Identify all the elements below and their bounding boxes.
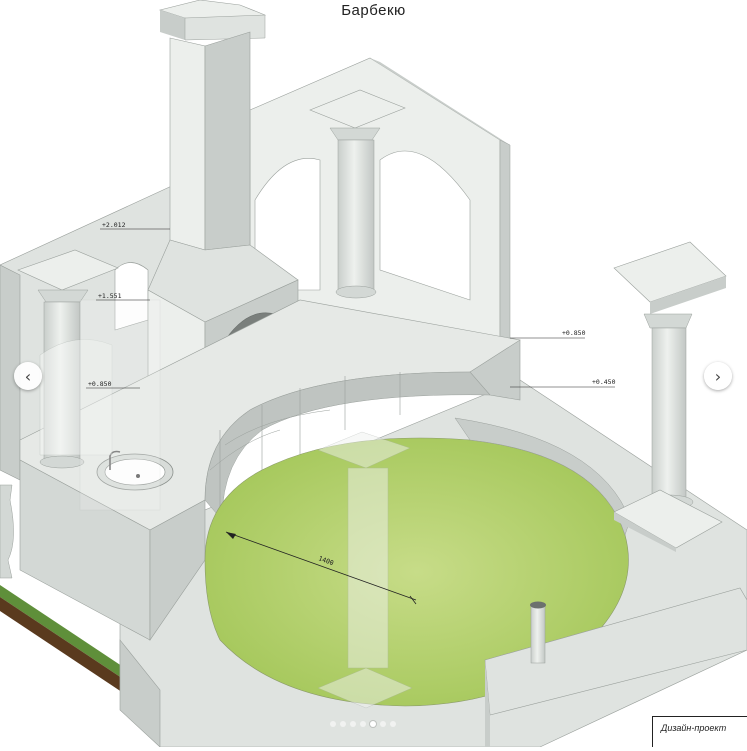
low-wall <box>484 587 747 747</box>
carousel-dot[interactable] <box>350 721 356 727</box>
level-label-0850-right: +0.850 <box>562 329 586 337</box>
carousel-dot[interactable] <box>370 721 376 727</box>
level-label-1551: +1.551 <box>98 292 122 300</box>
ghost-columns <box>39 299 413 709</box>
baluster <box>0 484 14 579</box>
drawing-title: Барбекю <box>341 2 406 19</box>
carousel-dot[interactable] <box>360 721 366 727</box>
level-label-0850-left: +0.850 <box>88 380 112 388</box>
title-stamp: Дизайн-проект <box>652 716 747 747</box>
level-label-0450: +0.450 <box>592 378 616 386</box>
lawn-circle <box>204 417 631 707</box>
back-column <box>309 89 406 299</box>
carousel-dot[interactable] <box>390 721 396 727</box>
carousel-dots <box>330 721 396 727</box>
level-markers <box>86 228 615 389</box>
carousel-prev-button[interactable]: ‹ <box>14 362 42 390</box>
carousel-dot[interactable] <box>330 721 336 727</box>
stamp-text: Дизайн-проект <box>661 723 727 733</box>
chevron-left-icon: ‹ <box>24 366 32 386</box>
carousel-next-button[interactable]: › <box>704 362 732 390</box>
right-column <box>613 241 727 552</box>
chevron-right-icon: › <box>714 366 722 386</box>
sink <box>96 450 174 491</box>
carousel-dot[interactable] <box>380 721 386 727</box>
carousel-dot[interactable] <box>340 721 346 727</box>
level-label-2012: +2.012 <box>102 221 126 229</box>
